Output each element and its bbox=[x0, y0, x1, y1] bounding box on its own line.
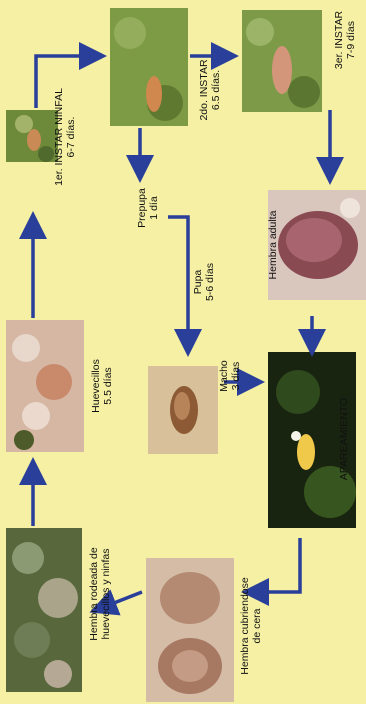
third-instar-line2: 7-9 días bbox=[345, 5, 357, 75]
eggs-line2: 5.5 días bbox=[102, 356, 114, 416]
prepupa-line2: 1 día bbox=[148, 182, 160, 234]
second-instar-line2: 6.5 días. bbox=[210, 50, 222, 130]
label-prepupa: Prepupa 1 día bbox=[136, 182, 160, 234]
female-eggs-nymphs-line1: Hembra rodeada de bbox=[88, 538, 100, 650]
label-male: Macho 3 días bbox=[218, 354, 242, 398]
third-instar-line1: 3er. INSTAR bbox=[333, 5, 345, 75]
prepupa-line1: Prepupa bbox=[136, 182, 148, 234]
female-wax-line1: Hembra cubriendose bbox=[239, 571, 251, 681]
label-mating: APAREAMIENTO bbox=[338, 394, 352, 484]
pupa-line1: Pupa bbox=[192, 254, 204, 310]
label-third-instar: 3er. INSTAR 7-9 días bbox=[333, 5, 357, 75]
label-pupa: Pupa 5-6 días bbox=[192, 254, 216, 310]
label-first-instar: 1er. INSTAR NINFAL 6-7 días. bbox=[53, 82, 77, 192]
arrow-prepupa-to-pupa bbox=[168, 217, 188, 350]
female-wax-line2: de cera bbox=[251, 571, 263, 681]
pupa-line2: 5-6 días bbox=[204, 254, 216, 310]
male-line2: 3 días bbox=[230, 354, 242, 398]
first-instar-line1: 1er. INSTAR NINFAL bbox=[53, 82, 65, 192]
adult-female-line1: Hembra adulta bbox=[267, 205, 279, 285]
label-adult-female: Hembra adulta bbox=[267, 205, 281, 285]
label-female-eggs-nymphs: Hembra rodeada de huevecillos y ninfas bbox=[88, 538, 112, 650]
label-second-instar: 2do. INSTAR 6.5 días. bbox=[198, 50, 222, 130]
male-line1: Macho bbox=[218, 354, 230, 398]
second-instar-line1: 2do. INSTAR bbox=[198, 50, 210, 130]
label-eggs: Huevecillos 5.5 días bbox=[90, 356, 114, 416]
mating-line1: APAREAMIENTO bbox=[338, 394, 350, 484]
female-eggs-nymphs-line2: huevecillos y ninfas bbox=[100, 538, 112, 650]
first-instar-line2: 6-7 días. bbox=[65, 82, 77, 192]
eggs-line1: Huevecillos bbox=[90, 356, 102, 416]
label-female-wax: Hembra cubriendose de cera bbox=[239, 571, 263, 681]
